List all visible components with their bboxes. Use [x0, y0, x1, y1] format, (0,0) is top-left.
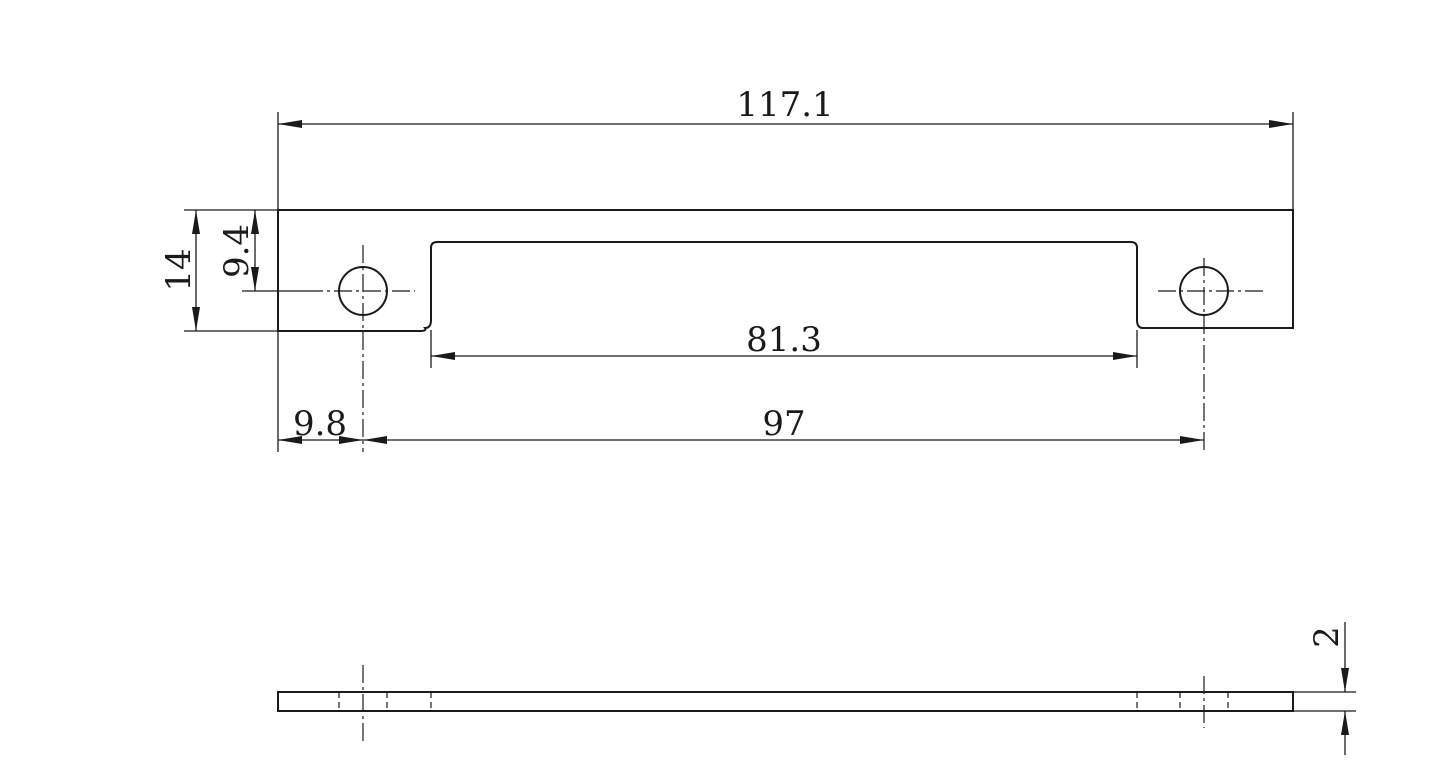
thickness-label: 2 — [1307, 626, 1347, 648]
overall-length-label: 117.1 — [736, 85, 833, 125]
dim-thickness: 2 — [1293, 622, 1356, 755]
hole-height-label: 9.4 — [217, 224, 257, 278]
dim-hole-height: 9.4 — [217, 210, 305, 292]
hole-offset-label: 9.8 — [293, 404, 347, 444]
dim-plate-width: 14 — [159, 209, 278, 332]
top-view — [277, 209, 1294, 452]
dim-slot-length: 81.3 — [430, 320, 1138, 368]
dim-hole-spacing: 97 — [363, 404, 1204, 444]
hole-spacing-label: 97 — [762, 404, 805, 444]
side-view — [277, 665, 1294, 742]
slot-length-label: 81.3 — [746, 320, 822, 360]
plate-width-label: 14 — [159, 248, 199, 291]
plate-outline — [277, 209, 1294, 332]
dim-overall-length: 117.1 — [277, 85, 1294, 452]
side-plate-outline — [277, 691, 1294, 712]
dim-hole-offset: 9.8 — [278, 404, 363, 444]
